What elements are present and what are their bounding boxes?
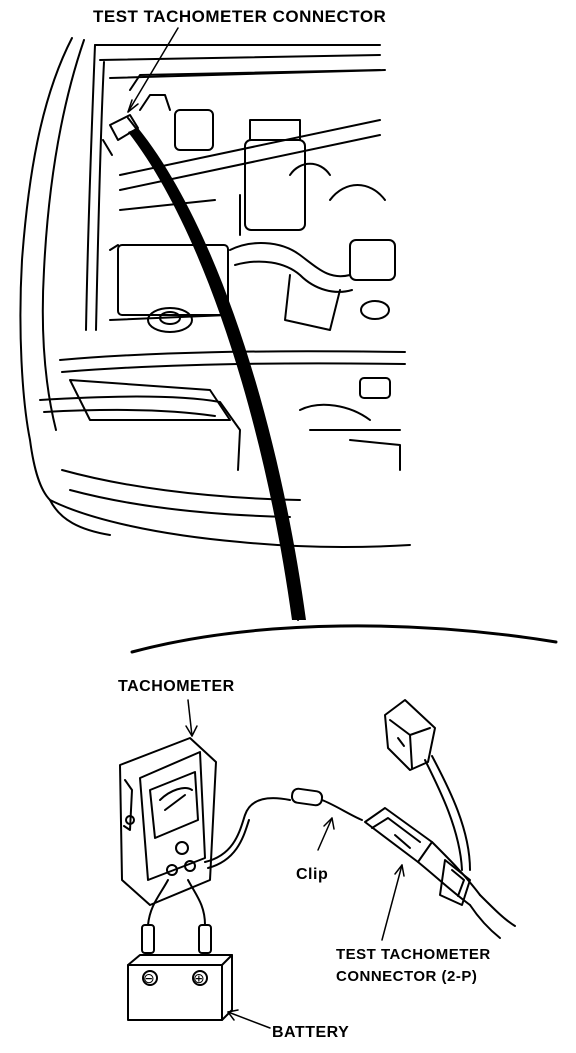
top-connector-arrow (127, 27, 179, 113)
battery-negative-terminal: ⊖ (143, 970, 156, 986)
engine-bay-illustration (19, 37, 411, 548)
tachometer-label: TACHOMETER (118, 678, 235, 695)
battery (127, 954, 233, 1021)
clip-label: Clip (296, 866, 329, 883)
battery-label: BATTERY (272, 1024, 350, 1041)
tachometer-device (119, 737, 217, 906)
bottom-connector-label-line1: TEST TACHOMETER (336, 946, 491, 963)
battery-positive-terminal: ⊕ (193, 970, 206, 986)
tachometer-arrow (185, 699, 198, 737)
test-connector-2p (364, 807, 516, 939)
clip-arrow (317, 817, 335, 851)
test-connector-arrow (381, 864, 405, 941)
battery-arrow (227, 1009, 271, 1029)
callout-arc (130, 624, 558, 654)
connector-cap (384, 699, 471, 906)
battery-leads (141, 879, 212, 954)
bottom-connector-label-line2: CONNECTOR (2-P) (336, 968, 478, 985)
harness-wire-shadow (128, 128, 306, 620)
tach-signal-wire (204, 787, 363, 869)
top-connector-label: TEST TACHOMETER CONNECTOR (93, 7, 387, 26)
